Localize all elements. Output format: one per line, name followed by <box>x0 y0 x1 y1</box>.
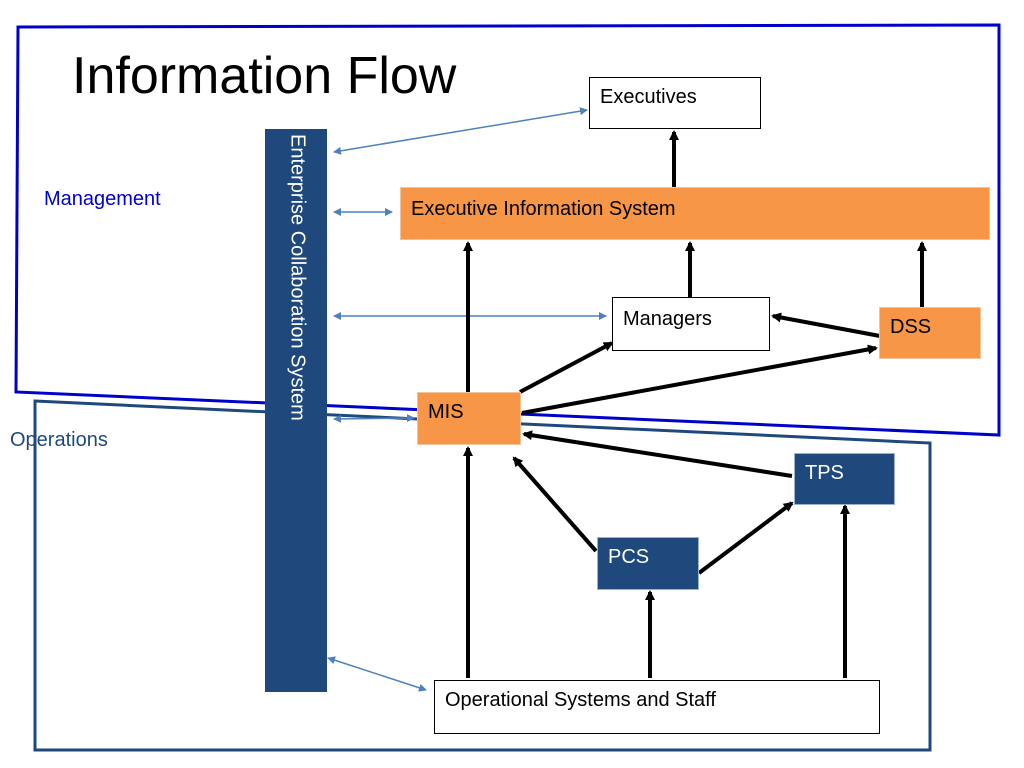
operations-zone-label: Operations <box>10 429 108 451</box>
enterprise-collaboration-system-bar <box>265 129 327 692</box>
page-title: Information Flow <box>72 47 457 105</box>
link-ecs-ops <box>327 656 427 692</box>
arrow-pcs-to-tps <box>697 501 794 575</box>
managers-node: Managers <box>612 297 770 351</box>
arrow-mis-to-dss <box>521 344 878 415</box>
operations-zone-border <box>33 399 932 752</box>
link-ecs-mis <box>333 414 415 423</box>
management-zone-label: Management <box>44 188 161 210</box>
arrow-dss-to-managers <box>771 312 881 338</box>
enterprise-collaboration-system-label: Enterprise Collaboration System <box>286 134 309 421</box>
management-zone-border <box>14 23 1001 437</box>
mis-node: MIS <box>418 393 520 444</box>
dss-node: DSS <box>880 308 980 358</box>
pcs-node: PCS <box>598 538 698 589</box>
executives-node: Executives <box>589 77 761 129</box>
arrow-tps-to-mis <box>522 430 793 478</box>
tps-node: TPS <box>795 454 894 504</box>
eis-node: Executive Information System <box>401 188 989 239</box>
arrow-mis-to-managers <box>519 341 614 394</box>
arrow-pcs-to-mis <box>512 456 598 553</box>
operational-systems-node: Operational Systems and Staff <box>434 680 880 734</box>
link-ecs-executives <box>333 107 588 155</box>
